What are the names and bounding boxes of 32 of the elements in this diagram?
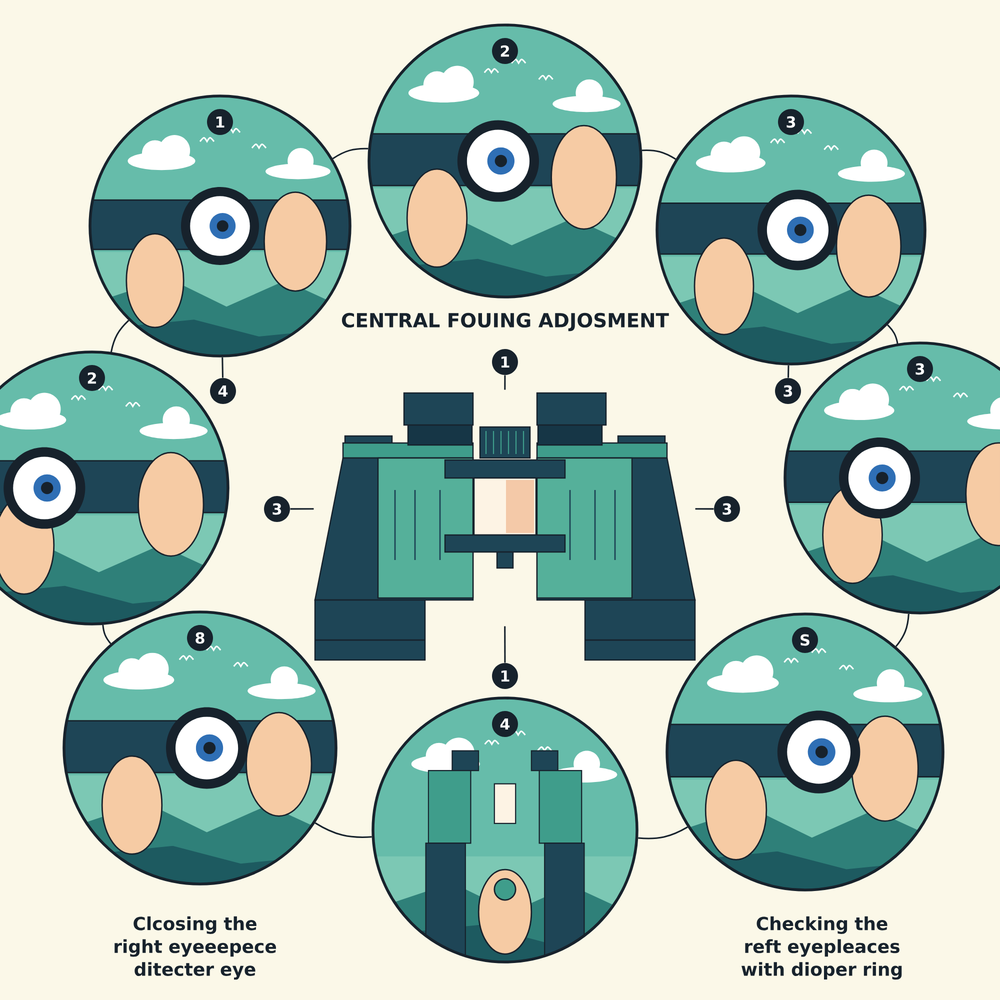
step-number: 3 [778,109,804,135]
ring-line [314,822,372,838]
ring-line [887,324,898,344]
ring-line [642,149,676,160]
callout-number: 3 [775,378,801,404]
leader-line [788,365,790,378]
leader-line [504,626,506,663]
ring-line [110,320,130,352]
leader-line [290,508,314,510]
callout-number: 3 [714,496,740,522]
callout-number: 1 [492,663,518,689]
leader-line [222,357,224,378]
ring-line [102,624,112,644]
step-caption: Clcosing the right eyeeepece ditecter eye [114,916,276,980]
callout-number: 4 [210,378,236,404]
leader-line [695,508,714,510]
step-number: 2 [79,365,105,391]
step-number: 3 [907,356,933,382]
callout-number: 1 [492,349,518,375]
ring-line [638,826,688,840]
step-number: 8 [187,625,213,651]
step-caption: Checking the reft eyepleaces with dioper ring [742,916,902,980]
step-number: 2 [492,38,518,64]
step-number: 1 [207,109,233,135]
step-number: S [792,627,818,653]
step-number: 4 [492,711,518,737]
ring-line [332,148,368,160]
leader-line [504,375,506,390]
title: CENTRAL FOUING ADJOSMENT [342,312,669,332]
binoculars-drawing [314,392,696,661]
ring-line [895,614,910,647]
callout-number: 3 [264,496,290,522]
